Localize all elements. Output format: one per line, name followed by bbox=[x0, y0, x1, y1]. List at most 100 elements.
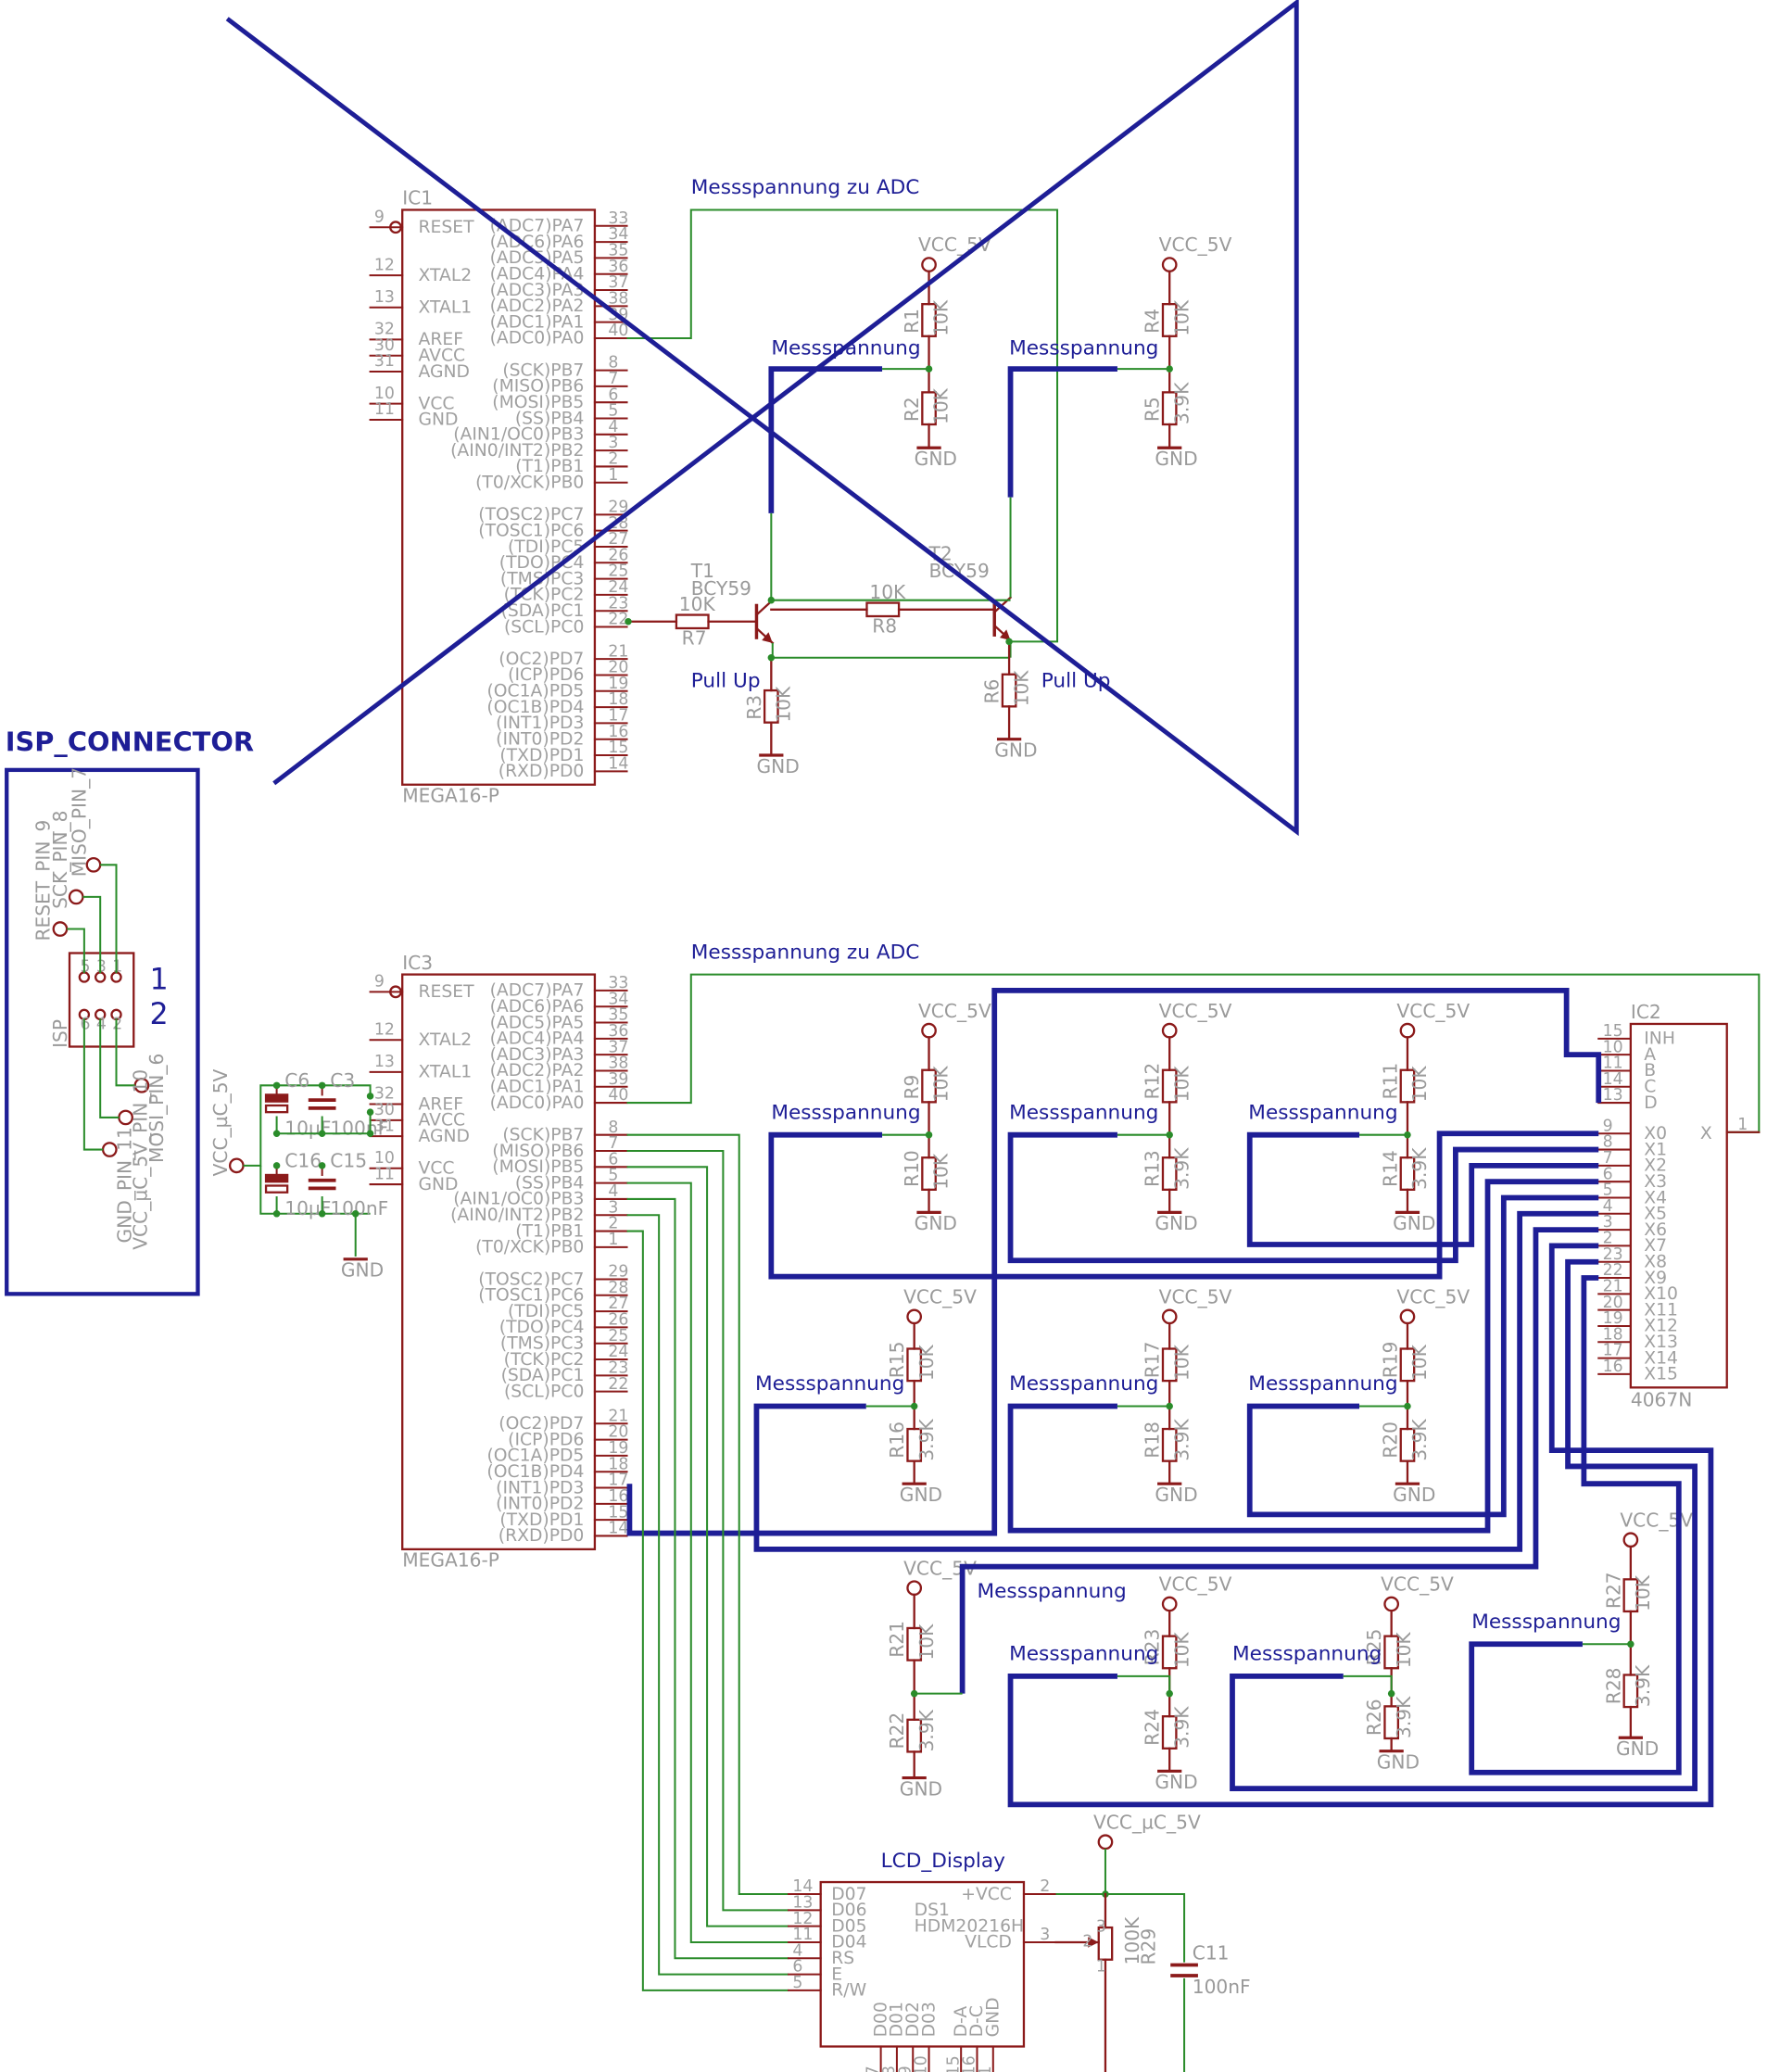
pin-label: E bbox=[831, 1965, 842, 1984]
measure-label: Messspannung bbox=[1009, 336, 1158, 360]
resistor-value: 10K bbox=[915, 1623, 938, 1661]
resistor bbox=[1161, 1068, 1178, 1104]
wire bbox=[99, 1018, 120, 1118]
resistor-name: R5 bbox=[1142, 397, 1164, 422]
cap-plate bbox=[264, 1173, 289, 1183]
pin-number: 10 bbox=[913, 2055, 931, 2072]
measure-bus bbox=[1007, 366, 1117, 498]
vcc-supply-symbol bbox=[1161, 1596, 1178, 1612]
transistor-arrow bbox=[762, 632, 773, 643]
isp-row-1: 1 bbox=[150, 963, 169, 996]
pin-label: (SCK)PB7 bbox=[502, 1125, 584, 1144]
pin-label: (INT0)PD2 bbox=[496, 729, 584, 749]
pin-label: VLCD bbox=[965, 1933, 1012, 1952]
pin-label: (TDI)PC5 bbox=[508, 537, 584, 557]
pin-label: X10 bbox=[1644, 1284, 1678, 1304]
ic-part: 4067N bbox=[1631, 1389, 1692, 1411]
pin-number: 16 bbox=[608, 1487, 628, 1506]
wire bbox=[1343, 1674, 1393, 1694]
junction-dot bbox=[318, 1162, 326, 1169]
pin-label: (SCL)PC0 bbox=[504, 617, 584, 637]
junction-dot bbox=[272, 1130, 281, 1138]
resistor-value: 10K bbox=[915, 1344, 938, 1381]
measure-label: Messspannung bbox=[1009, 1101, 1158, 1124]
measure-label: Messspannung bbox=[1232, 1643, 1382, 1666]
resistor bbox=[763, 689, 779, 724]
pin-label: (SDA)PC1 bbox=[501, 1366, 585, 1385]
resistor-name: R15 bbox=[886, 1342, 908, 1379]
isp-pin-number: 6 bbox=[81, 1016, 91, 1034]
isp-frame bbox=[5, 767, 200, 1296]
resistor bbox=[1399, 1068, 1416, 1104]
pin-number: 32 bbox=[374, 1085, 395, 1104]
pin-number: 25 bbox=[608, 1327, 628, 1346]
pullup-label: Pull Up bbox=[691, 669, 761, 692]
pin-number: 14 bbox=[608, 754, 628, 773]
pin-number: 18 bbox=[608, 1455, 628, 1473]
pin-label: A bbox=[1644, 1045, 1656, 1065]
pin-label: INH bbox=[1644, 1030, 1675, 1049]
pin-label: X9 bbox=[1644, 1269, 1667, 1288]
pin-label: (ICP)PD6 bbox=[508, 1430, 584, 1449]
pin-label: (MOSI)PB5 bbox=[492, 393, 584, 412]
pin-label: (ADC1)PA1 bbox=[490, 1078, 585, 1097]
resistor bbox=[675, 613, 710, 630]
pin-label: (ADC3)PA3 bbox=[490, 281, 585, 300]
pin-number: 29 bbox=[608, 1263, 628, 1282]
vcc-uc-label: VCC_µC_5V bbox=[209, 1068, 232, 1176]
pin-label: (SCL)PC0 bbox=[504, 1382, 584, 1401]
junction-dot bbox=[767, 653, 776, 662]
pin-label: X13 bbox=[1644, 1333, 1678, 1352]
ic-name: IC3 bbox=[402, 952, 433, 974]
resistor-value: 10K bbox=[1408, 1344, 1431, 1381]
pin-label: GND bbox=[984, 1997, 1003, 2037]
pin-number: 7 bbox=[608, 1134, 618, 1153]
pin-number: 22 bbox=[1603, 1261, 1623, 1280]
ic-name: IC2 bbox=[1631, 1001, 1661, 1023]
pin-number: 36 bbox=[608, 258, 628, 276]
resistor-value: 3.9K bbox=[1170, 1706, 1193, 1749]
pin-label: XTAL2 bbox=[419, 1030, 473, 1050]
isp-pin-mosi bbox=[133, 1077, 150, 1093]
pin-label: (OC1B)PD4 bbox=[486, 1462, 584, 1482]
measure-label: Messspannung bbox=[1471, 1611, 1621, 1634]
cap-plate bbox=[264, 1093, 289, 1103]
resistor-value: 10K bbox=[1408, 1066, 1431, 1103]
pin-label: +VCC bbox=[961, 1885, 1012, 1904]
junction-dot bbox=[625, 618, 632, 625]
pin-label: AVCC bbox=[419, 1111, 466, 1131]
resistor-name: R2 bbox=[901, 397, 923, 422]
isp-row-2: 2 bbox=[150, 998, 169, 1031]
vcc-label: VCC_5V bbox=[1159, 1573, 1232, 1596]
resistor-value: 3.9K bbox=[1170, 1419, 1193, 1461]
multiplexer-body bbox=[1629, 1022, 1728, 1389]
pin-label: (MISO)PB6 bbox=[492, 377, 584, 397]
isp-label-sck: SCK_PIN_8 bbox=[49, 810, 71, 908]
lcd-data-wire bbox=[626, 1149, 789, 1912]
pin-number: 8 bbox=[880, 2066, 899, 2072]
resistor-value: 10K bbox=[1170, 1066, 1193, 1103]
bus-line bbox=[1246, 1194, 1599, 1518]
pin-label: (AIN1/OC0)PB3 bbox=[453, 425, 584, 445]
pin-label: D-C bbox=[967, 2005, 987, 2037]
pin-label: (ADC2)PA2 bbox=[490, 297, 585, 316]
pin-label: (TXD)PD1 bbox=[499, 1510, 584, 1530]
pin-number: 15 bbox=[608, 739, 628, 757]
pin-label: AVCC bbox=[419, 346, 466, 365]
pin-number: 1 bbox=[608, 466, 618, 485]
resistor-name: R16 bbox=[886, 1421, 908, 1459]
measure-bus bbox=[768, 366, 883, 513]
pin-label: (TOSC1)PC6 bbox=[478, 1286, 584, 1306]
pin-number: 2 bbox=[608, 1215, 618, 1233]
pin-number: 33 bbox=[608, 974, 628, 992]
pin-label: D01 bbox=[888, 2002, 907, 2037]
resistor-name: R11 bbox=[1379, 1063, 1401, 1100]
pin-label: RESET bbox=[419, 982, 475, 1002]
isp-label-mosi: MOSI_PIN_6 bbox=[145, 1054, 168, 1163]
isp-title: ISP_CONNECTOR bbox=[6, 726, 254, 758]
lcd-part: HDM20216H bbox=[915, 1916, 1024, 1936]
resistor bbox=[906, 1626, 923, 1661]
pin-number: 9 bbox=[374, 973, 385, 992]
gnd-label: GND bbox=[1155, 448, 1197, 470]
